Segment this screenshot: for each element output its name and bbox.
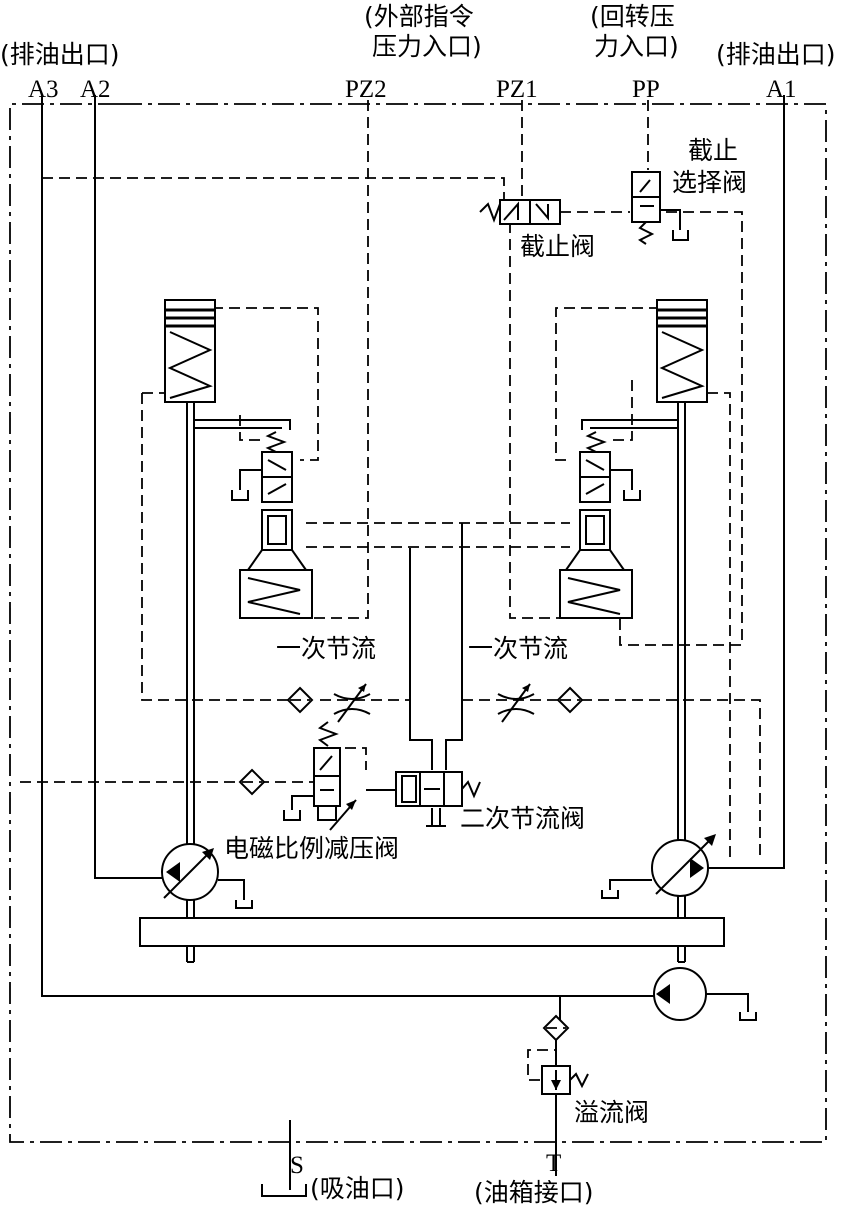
- left-main-pump: [161, 843, 253, 909]
- shutoff-valve-symbol: [479, 199, 561, 225]
- port-pz1: PZ1: [496, 76, 538, 103]
- port-s: S: [290, 1152, 304, 1179]
- label-ext-cmd-line2: 压力入口): [372, 32, 482, 61]
- port-a1: A1: [766, 76, 797, 103]
- pilot-pump: [559, 967, 757, 1030]
- suction-tank-symbol: [261, 1184, 307, 1197]
- label-ext-cmd-line1: (外部指令: [364, 2, 474, 31]
- port-a2: A2: [80, 76, 111, 103]
- port-pz2: PZ2: [345, 76, 387, 103]
- relief-valve-symbol: [541, 1014, 589, 1095]
- label-primary-throttle-left: 一次节流: [276, 634, 377, 663]
- label-drain-left: (排油出口): [0, 40, 120, 69]
- port-lines: [41, 95, 785, 1190]
- left-regulator-cylinder: [164, 299, 291, 963]
- solenoid-valve-symbol: [238, 721, 357, 831]
- label-suction: (吸油口): [310, 1174, 405, 1203]
- label-secondary-throttle: 二次节流阀: [460, 804, 586, 833]
- label-shutoff-valve: 截止阀: [520, 232, 596, 261]
- port-a3: A3: [28, 76, 59, 103]
- label-relief-valve: 溢流阀: [574, 1098, 650, 1127]
- secondary-throttle-symbol: [395, 771, 481, 807]
- pump-boundary: [9, 103, 827, 1143]
- shutoff-selector-symbol: [631, 171, 689, 245]
- label-primary-throttle-right: 一次节流: [468, 634, 569, 663]
- right-regulator-cylinder: [581, 299, 708, 963]
- port-t: T: [546, 1150, 562, 1177]
- drive-shaft: [139, 917, 725, 947]
- label-tank: (油箱接口): [474, 1178, 594, 1207]
- label-shutoff-selector-line1: 截止: [688, 136, 739, 165]
- left-primary-throttle-symbol: [286, 683, 371, 723]
- right-main-pump: [601, 834, 716, 899]
- left-control-valve: [231, 431, 313, 619]
- right-control-valve: [559, 431, 641, 619]
- label-shutoff-selector-line2: 选择阀: [672, 168, 748, 197]
- label-solenoid-valve: 电磁比例减压阀: [224, 834, 400, 863]
- right-primary-throttle-symbol: [497, 683, 584, 723]
- port-pp: PP: [632, 76, 660, 103]
- pilot-lines: [20, 100, 761, 1081]
- label-drain-right: (排油出口): [716, 40, 836, 69]
- secondary-throttle-lines: [366, 523, 463, 827]
- label-slew-line1: (回转压: [590, 2, 675, 31]
- label-slew-line2: 力入口): [594, 32, 679, 61]
